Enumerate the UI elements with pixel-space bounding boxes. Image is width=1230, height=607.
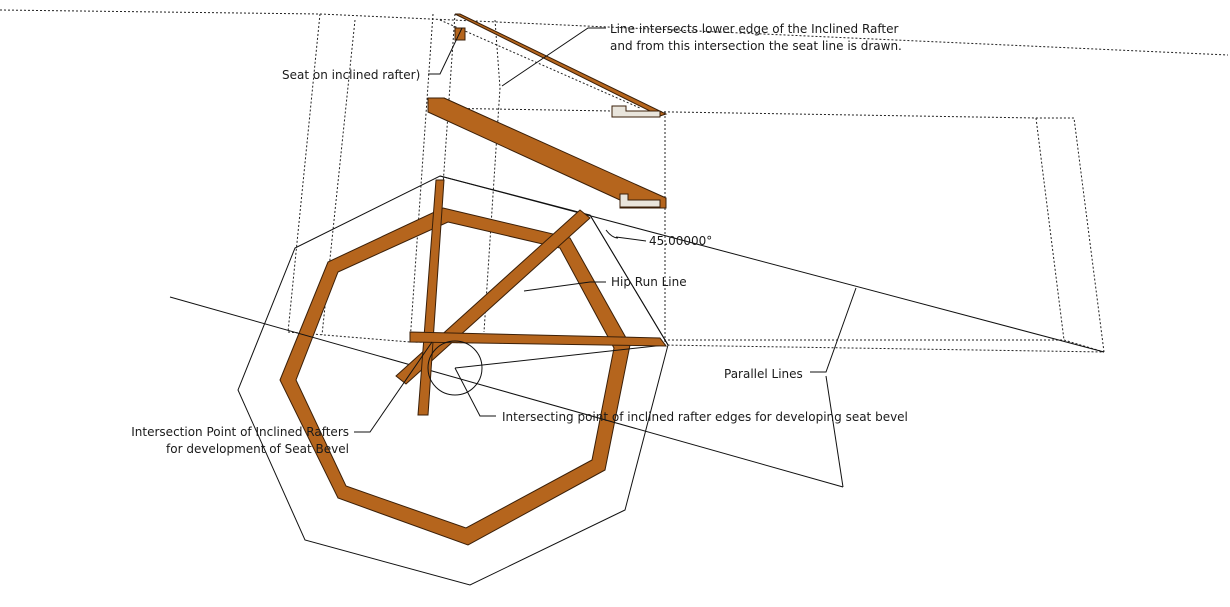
octagon-plate <box>279 207 631 546</box>
intersection-circle <box>427 340 483 396</box>
label-angle: 45.00000° <box>649 234 712 248</box>
inclined-rafter-top-body <box>454 13 668 117</box>
parallel-line-upper <box>439 175 1105 353</box>
label-intersects-line2: and from this intersection the seat line… <box>610 39 902 53</box>
right-box-top <box>431 107 1105 353</box>
horizontal-plate <box>409 331 668 347</box>
rafter-vertical-left <box>409 13 434 343</box>
horizontal-plate-body <box>409 331 668 347</box>
octagon-plate-shape <box>279 207 631 546</box>
leader-parallel-lines <box>810 287 857 373</box>
construction-lines <box>0 9 1229 353</box>
inclined-rafter-top-seat <box>611 105 661 118</box>
inclined-rafter-top-tab <box>454 27 466 41</box>
label-parallel-lines: Parallel Lines <box>724 367 803 381</box>
right-box-front <box>1035 117 1065 341</box>
leader-seat-on-rafter <box>428 27 463 75</box>
leader-parallel-lines-lower <box>825 375 844 488</box>
inclined-rafter-mid-side <box>427 97 667 209</box>
angle-leader <box>615 236 647 242</box>
leader-lines <box>354 27 857 488</box>
rafter-vertical-right <box>431 13 456 343</box>
annotations: Line intersects lower edge of the Inclin… <box>131 22 908 456</box>
hip-construction <box>439 19 641 109</box>
parallel-line-lower <box>169 296 844 488</box>
inclined-rafter-mid <box>427 97 667 209</box>
reference-lines <box>169 175 1105 488</box>
upper-box-outline <box>287 13 321 333</box>
seat-projection <box>483 19 501 333</box>
right-box-bottom <box>660 339 1105 353</box>
leader-hip-run <box>523 281 606 292</box>
label-seat-on-rafter: Seat on inclined rafter) <box>282 68 420 82</box>
angle-arc <box>605 229 619 239</box>
intersection-marker <box>427 340 483 396</box>
label-intersecting-point-edges: Intersecting point of inclined rafter ed… <box>502 410 908 424</box>
inclined-rafter-mid-seat <box>619 193 661 208</box>
leader-intersection-rafters <box>354 341 433 433</box>
upper-box-inner-left <box>321 19 356 336</box>
angle-marker <box>589 214 669 346</box>
inclined-rafter-top <box>454 13 668 118</box>
angle-leg <box>589 214 669 346</box>
right-box-lower <box>287 331 1105 353</box>
leader-intersecting-edges <box>454 367 496 417</box>
leader-seat-line-intersect <box>501 27 606 87</box>
label-intersection-point-line1: Intersection Point of Inclined Rafters <box>131 425 349 439</box>
label-intersects-line1: Line intersects lower edge of the Inclin… <box>610 22 898 36</box>
label-hip-run-line: Hip Run Line <box>611 275 687 289</box>
label-intersection-point-line2: for development of Seat Bevel <box>166 442 349 456</box>
seat-line <box>454 344 666 369</box>
